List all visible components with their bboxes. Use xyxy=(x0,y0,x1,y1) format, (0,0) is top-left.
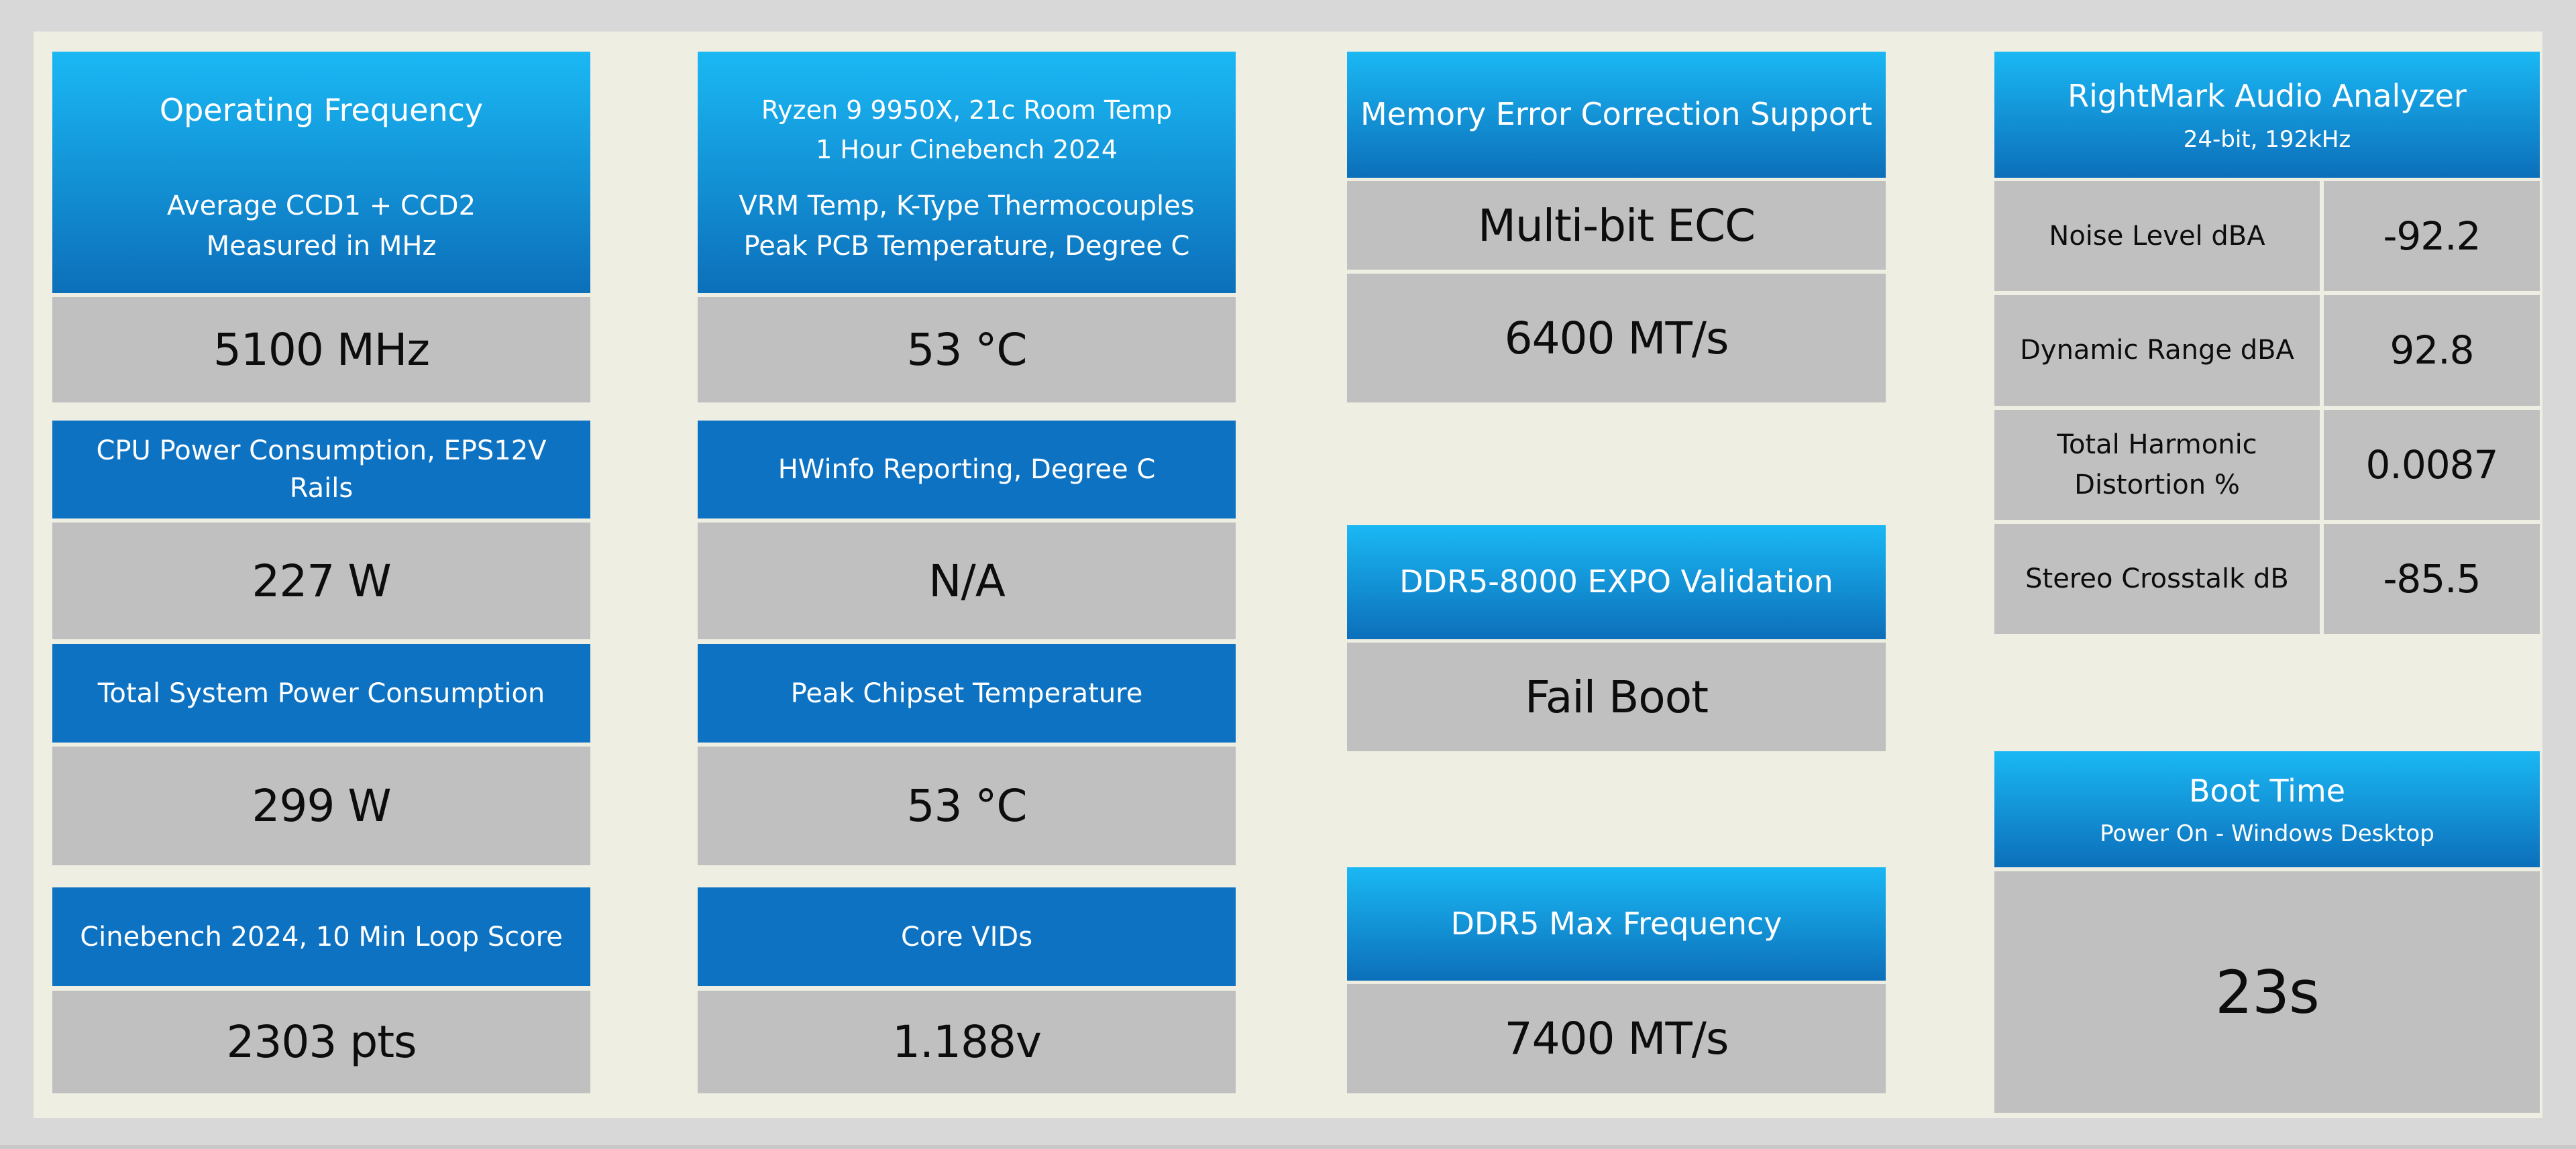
audio-row-label: Dynamic Range dBA xyxy=(1994,295,2320,406)
memory-ecc-value: Multi-bit ECC xyxy=(1347,181,1886,270)
header-subtitle: 24-bit, 192kHz xyxy=(2183,125,2351,153)
header-subtitle-line1: Average CCD1 + CCD2 xyxy=(166,190,476,221)
header-subtitle: Average CCD1 + CCD2 Measured in MHz xyxy=(66,186,577,266)
header-title: Memory Error Correction Support xyxy=(1360,96,1872,133)
cinebench-value: 2303 pts xyxy=(52,991,590,1093)
bottom-edge-line xyxy=(0,1145,2576,1149)
system-power-label: Total System Power Consumption xyxy=(52,644,590,743)
header-layout: Ryzen 9 9950X, 21c Room Temp 1 Hour Cine… xyxy=(698,52,1236,293)
header-title-line1: Ryzen 9 9950X, 21c Room Temp xyxy=(761,95,1173,125)
header-subtitle: VRM Temp, K-Type Thermocouples Peak PCB … xyxy=(711,186,1222,266)
header-subtitle-line1: VRM Temp, K-Type Thermocouples xyxy=(739,190,1195,221)
rightmark-audio-header: RightMark Audio Analyzer 24-bit, 192kHz xyxy=(1994,52,2540,178)
ddr5-max-frequency-header: DDR5 Max Frequency xyxy=(1347,867,1886,981)
boot-time-value: 23s xyxy=(1994,871,2540,1113)
core-vids-value: 1.188v xyxy=(698,991,1236,1093)
header-title: Boot Time xyxy=(2188,772,2346,809)
cinebench-label: Cinebench 2024, 10 Min Loop Score xyxy=(52,887,590,986)
expo-validation-value: Fail Boot xyxy=(1347,643,1886,751)
audio-row-label: Noise Level dBA xyxy=(1994,181,2320,292)
boot-time-header: Boot Time Power On - Windows Desktop xyxy=(1994,751,2540,867)
header-title: Ryzen 9 9950X, 21c Room Temp 1 Hour Cine… xyxy=(711,91,1222,170)
core-vids-label: Core VIDs xyxy=(698,887,1236,986)
cpu-power-value: 227 W xyxy=(52,523,590,639)
system-power-value: 299 W xyxy=(52,747,590,865)
header-title-line2: 1 Hour Cinebench 2024 xyxy=(816,134,1118,164)
operating-frequency-value: 5100 MHz xyxy=(52,297,590,402)
hwinfo-value: N/A xyxy=(698,523,1236,639)
header-subtitle: Power On - Windows Desktop xyxy=(2100,820,2434,848)
vrm-temp-header: Ryzen 9 9950X, 21c Room Temp 1 Hour Cine… xyxy=(698,52,1236,293)
audio-results-table: Noise Level dBA -92.2 Dynamic Range dBA … xyxy=(1994,181,2540,634)
chipset-temp-value: 53 °C xyxy=(698,747,1236,865)
header-layout: Operating Frequency Average CCD1 + CCD2 … xyxy=(52,52,590,293)
memory-ecc-speed-value: 6400 MT/s xyxy=(1347,274,1886,402)
header-layout: RightMark Audio Analyzer 24-bit, 192kHz xyxy=(1994,52,2540,178)
header-title: DDR5-8000 EXPO Validation xyxy=(1399,563,1833,600)
header-layout: Boot Time Power On - Windows Desktop xyxy=(1994,751,2540,867)
audio-row-label: Total Harmonic Distortion % xyxy=(1994,409,2320,520)
chipset-temp-label: Peak Chipset Temperature xyxy=(698,644,1236,743)
operating-frequency-header: Operating Frequency Average CCD1 + CCD2 … xyxy=(52,52,590,293)
header-subtitle-line2: Measured in MHz xyxy=(206,231,437,262)
expo-validation-header: DDR5-8000 EXPO Validation xyxy=(1347,525,1886,639)
audio-row-value: -92.2 xyxy=(2324,181,2540,292)
memory-ecc-header: Memory Error Correction Support xyxy=(1347,52,1886,178)
audio-row-label: Stereo Crosstalk dB xyxy=(1994,523,2320,634)
hwinfo-label: HWinfo Reporting, Degree C xyxy=(698,421,1236,518)
cpu-power-label: CPU Power Consumption, EPS12V Rails xyxy=(52,421,590,518)
vrm-temp-value: 53 °C xyxy=(698,297,1236,402)
audio-row-value: 92.8 xyxy=(2324,295,2540,406)
ddr5-max-frequency-value: 7400 MT/s xyxy=(1347,984,1886,1093)
header-subtitle-line2: Peak PCB Temperature, Degree C xyxy=(743,231,1190,262)
audio-row-value: 0.0087 xyxy=(2324,409,2540,520)
header-title: DDR5 Max Frequency xyxy=(1450,905,1782,942)
audio-row-value: -85.5 xyxy=(2324,523,2540,634)
header-title: RightMark Audio Analyzer xyxy=(2068,78,2467,115)
header-title: Operating Frequency xyxy=(159,92,484,128)
